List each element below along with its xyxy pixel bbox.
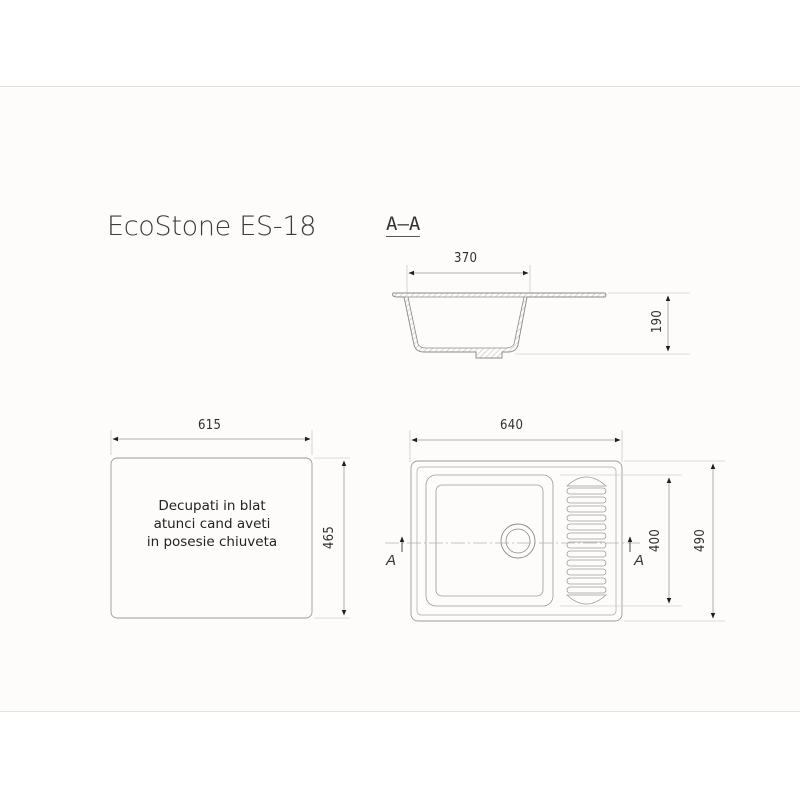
cutout-note-line-1: Decupati in blat <box>158 498 266 514</box>
bowl-inner <box>435 484 544 597</box>
drainboard-ribs <box>565 476 608 605</box>
cutout-template <box>110 430 350 619</box>
section-view <box>392 265 690 359</box>
plan-view <box>385 430 725 622</box>
section-mark-right: A <box>634 552 645 569</box>
dim-label-190: 190 <box>650 309 666 334</box>
cutout-note-line-3: in posesie chiuveta <box>146 534 278 550</box>
bowl-outer <box>425 474 554 607</box>
cutout-outline <box>110 457 313 619</box>
section-mark-left: A <box>386 552 397 569</box>
sink-outer-rim <box>410 460 623 622</box>
dim-label-615: 615 <box>198 418 222 433</box>
drain-inner <box>505 528 531 554</box>
drawing-frame <box>0 86 800 712</box>
cutout-note-line-2: atunci cand aveti <box>153 516 271 532</box>
section-label: A–A <box>386 213 421 237</box>
dim-label-490: 490 <box>693 528 709 553</box>
dim-label-640: 640 <box>500 418 524 433</box>
dim-label-400: 400 <box>648 528 664 553</box>
drain-outer <box>500 523 536 559</box>
dim-label-370: 370 <box>454 251 478 266</box>
dim-label-465: 465 <box>322 525 338 550</box>
cutout-note: Decupati in blat atunci cand aveti in po… <box>112 497 312 551</box>
product-title: EcoStone ES-18 <box>107 211 317 242</box>
